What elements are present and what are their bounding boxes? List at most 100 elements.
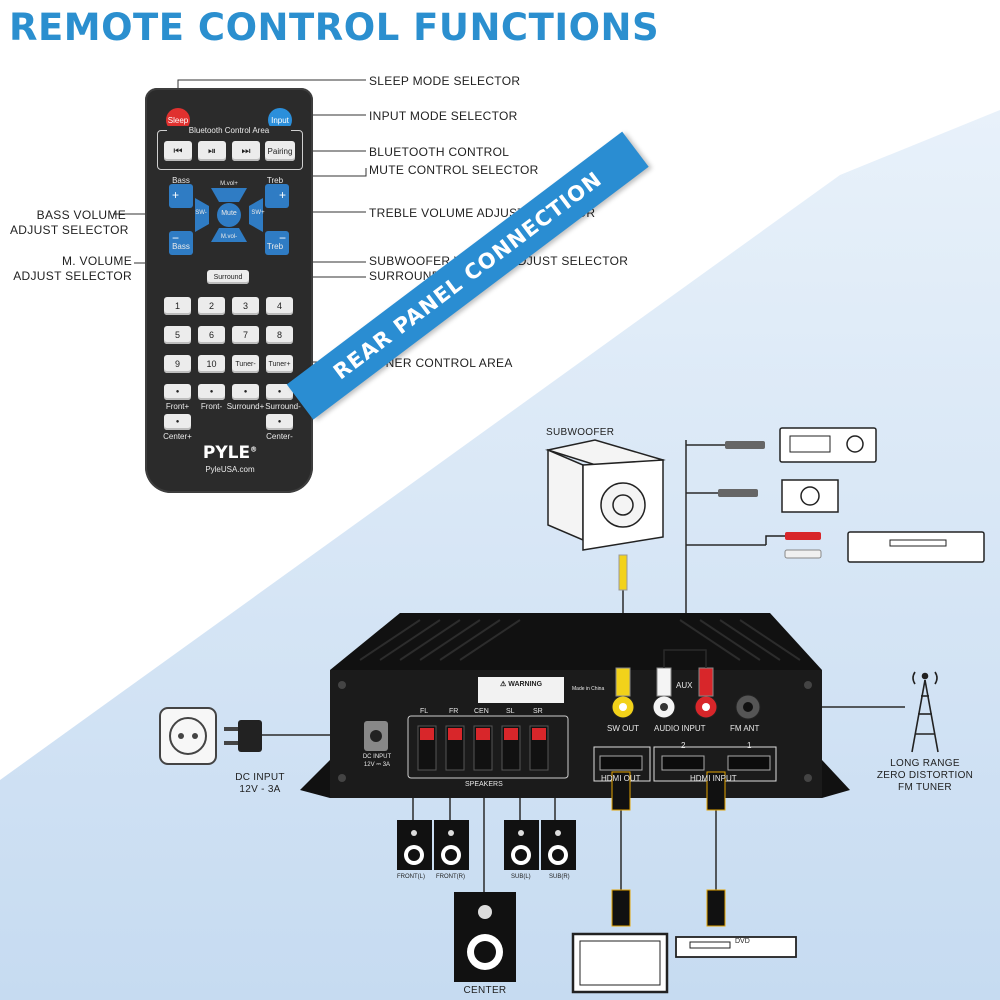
wall-socket-face	[169, 717, 207, 755]
hdmi-connectors-bottom	[611, 889, 726, 927]
key-6[interactable]: 6	[198, 326, 225, 344]
treb-minus-sign: −	[278, 231, 286, 245]
treb-down-button[interactable]: −	[265, 231, 289, 255]
fm-tuner-label: LONG RANGE ZERO DISTORTION FM TUNER	[872, 758, 978, 794]
amp-top	[330, 613, 822, 670]
aux-white-plug	[656, 667, 672, 697]
key-10[interactable]: 10	[198, 355, 225, 373]
key-8[interactable]: 8	[266, 326, 293, 344]
center-plus-button[interactable]: ●	[164, 414, 191, 430]
key-7[interactable]: 7	[232, 326, 259, 344]
treb-up-label: Treb	[266, 176, 284, 185]
channel-sl: SL	[506, 708, 515, 715]
mvol-plus-label: M.vol+	[220, 181, 238, 187]
play-pause-button[interactable]: ⏯	[198, 141, 226, 161]
dc-input-title: DC INPUT	[235, 772, 285, 783]
front-minus-button[interactable]: ●	[198, 384, 225, 400]
amp-screw-4	[804, 774, 812, 782]
key-2[interactable]: 2	[198, 297, 225, 315]
surround-button[interactable]: Surround	[207, 270, 249, 284]
speakers-label: SPEAKERS	[465, 781, 503, 788]
dpad	[195, 188, 263, 242]
callout-bluetooth: BLUETOOTH CONTROL	[369, 145, 510, 159]
aux-device-1-knob	[846, 435, 864, 453]
page-title: REMOTE CONTROL FUNCTIONS	[9, 6, 660, 49]
channel-fr: FR	[449, 708, 459, 715]
center-minus-button[interactable]: ●	[266, 414, 293, 430]
bass-minus-sign: −	[172, 231, 180, 245]
subwoofer-dust-cap	[612, 494, 634, 516]
sw-minus-label: SW-	[195, 210, 207, 216]
mvol-up-key[interactable]	[211, 188, 247, 202]
remote-control: Sleep Input Bluetooth Control Area ⏮ ⏯ ⏭…	[145, 88, 313, 493]
hdmi-in-port-2	[661, 755, 705, 771]
hdmi-plug-in	[706, 771, 726, 811]
next-track-button[interactable]: ⏭	[232, 141, 260, 161]
mvol-down-key[interactable]	[211, 228, 247, 242]
channel-cen: CEN	[474, 708, 489, 715]
power-prong-2	[224, 741, 238, 745]
treb-plus-sign: +	[278, 188, 286, 202]
sw-out-jack-hole	[619, 703, 627, 711]
terminal-fr-red	[448, 728, 462, 740]
speaker-center	[454, 892, 516, 982]
hdmi-out-label: HDMI OUT	[601, 774, 641, 783]
aux-red-hole	[702, 703, 710, 711]
surround-plus-button[interactable]: ●	[232, 384, 259, 400]
fm-tuner-line1: LONG RANGE	[890, 758, 960, 769]
sw-plug-tip	[618, 554, 628, 591]
bass-up-label: Bass	[172, 176, 190, 185]
key-3[interactable]: 3	[232, 297, 259, 315]
amp-foot-left	[300, 760, 330, 798]
treb-up-button[interactable]: +	[265, 184, 289, 208]
callout-sleep: SLEEP MODE SELECTOR	[369, 74, 521, 88]
audio-input-label: AUDIO INPUT	[654, 724, 706, 733]
surround-minus-button[interactable]: ●	[266, 384, 293, 400]
terminal-fl-red	[420, 728, 434, 740]
key-1[interactable]: 1	[164, 297, 191, 315]
wall-socket-hole-1	[178, 733, 184, 739]
fm-ant-hole	[743, 702, 753, 712]
brand-site: PyleUSA.com	[205, 465, 255, 474]
made-in-label: Made in China	[572, 686, 605, 692]
subwoofer-side	[547, 448, 584, 542]
callout-input: INPUT MODE SELECTOR	[369, 109, 518, 123]
terminal-sr-red	[532, 728, 546, 740]
callout-tuner: TUNER CONTROL AREA	[369, 356, 513, 370]
dvd-label: DVD	[735, 938, 750, 945]
aux-rca-white	[784, 549, 822, 559]
sub-l-label: SUB(L)	[511, 874, 531, 880]
brand-reg: ®	[250, 445, 258, 454]
speaker-sub-r	[541, 820, 576, 870]
panel-dc-label: DC INPUT 12V ⎓ 3A	[357, 753, 397, 769]
key-9[interactable]: 9	[164, 355, 191, 373]
previous-track-button[interactable]: ⏮	[164, 141, 192, 161]
front-plus-button[interactable]: ●	[164, 384, 191, 400]
front-r-label: FRONT(R)	[436, 874, 465, 880]
warning-label	[478, 677, 564, 703]
mute-key[interactable]	[217, 203, 241, 227]
tuner-plus-button[interactable]: Tuner+	[266, 355, 293, 373]
bass-down-button[interactable]: −	[169, 231, 193, 255]
sw-out-label: SW OUT	[607, 724, 639, 733]
bass-up-button[interactable]: +	[169, 184, 193, 208]
sw-minus-key[interactable]	[195, 198, 209, 232]
amp-front	[330, 670, 822, 798]
hdmi-in-port-1	[727, 755, 771, 771]
pairing-button[interactable]: Pairing	[265, 141, 295, 161]
aux-plug-2	[718, 489, 758, 497]
wall-socket-hole-2	[192, 733, 198, 739]
amp-screw-2	[804, 681, 812, 689]
front-l-label: FRONT(L)	[397, 874, 425, 880]
tuner-minus-button[interactable]: Tuner-	[232, 355, 259, 373]
callout-bass-line1: BASS VOLUME	[36, 208, 126, 222]
sw-plus-key[interactable]	[249, 198, 263, 232]
amplifier	[300, 554, 850, 811]
aux-device-1	[779, 427, 877, 463]
key-5[interactable]: 5	[164, 326, 191, 344]
speaker-terminal-frame	[407, 715, 569, 779]
subwoofer-icon	[545, 439, 666, 551]
amp-foot-right	[822, 760, 850, 798]
key-4[interactable]: 4	[266, 297, 293, 315]
fm-tuner-line3: FM TUNER	[898, 782, 952, 793]
